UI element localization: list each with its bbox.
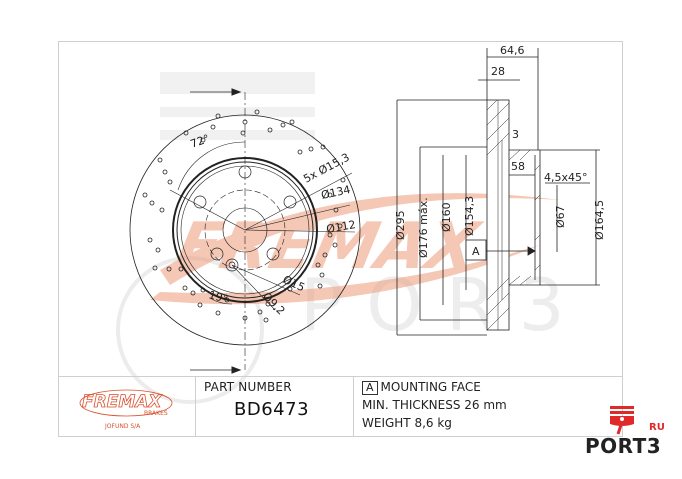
- svg-text:A: A: [472, 245, 480, 258]
- title-block: FREMAX BRAKES JOFUND S/A PART NUMBER BD6…: [58, 376, 623, 437]
- svg-text:72°: 72°: [189, 132, 212, 151]
- port3-name: PORT3: [585, 434, 662, 458]
- part-number-label: PART NUMBER: [204, 380, 292, 394]
- svg-text:Ø176 máx.: Ø176 máx.: [417, 197, 430, 258]
- svg-text:BRAKES: BRAKES: [144, 410, 168, 417]
- svg-text:64,6: 64,6: [500, 44, 525, 57]
- svg-text:5x Ø15,3: 5x Ø15,3: [301, 151, 351, 186]
- svg-text:4,5x45°: 4,5x45°: [544, 171, 588, 184]
- watermark-bars: [160, 72, 315, 140]
- svg-text:Ø160: Ø160: [440, 202, 453, 232]
- drawing-frame: [58, 41, 623, 437]
- svg-text:Ø67: Ø67: [554, 205, 567, 228]
- svg-text:Ø164,5: Ø164,5: [593, 200, 606, 240]
- disc-front-view: [129, 88, 361, 374]
- section-view-labels: 64,6 28 3 58 4,5x45° Ø295 Ø176 máx. Ø160…: [394, 44, 606, 258]
- note-weight: WEIGHT 8,6 kg: [362, 416, 452, 430]
- disc-section-view: [396, 48, 600, 336]
- svg-text:3: 3: [512, 128, 519, 141]
- svg-text:58: 58: [511, 160, 525, 173]
- svg-text:Ø134: Ø134: [320, 183, 352, 202]
- svg-text:19°: 19°: [207, 288, 229, 306]
- part-number-value: BD6473: [234, 399, 310, 420]
- svg-text:JOFUND S/A: JOFUND S/A: [104, 423, 141, 430]
- port3-tld: RU: [649, 422, 665, 433]
- svg-text:FREMAX: FREMAX: [170, 210, 488, 284]
- svg-text:Ø112: Ø112: [325, 218, 356, 236]
- note-min-thickness: MIN. THICKNESS 26 mm: [362, 398, 507, 412]
- title-block-part-cell: PART NUMBER BD6473: [196, 377, 354, 437]
- svg-text:Ø295: Ø295: [394, 210, 407, 240]
- fremax-logo: FREMAX BRAKES JOFUND S/A: [79, 389, 173, 430]
- piston-icon: [610, 406, 634, 435]
- svg-text:Ø154,3: Ø154,3: [463, 196, 476, 236]
- port3-badge[interactable]: RU PORT3: [585, 404, 675, 462]
- svg-text:FREMAX: FREMAX: [82, 392, 162, 412]
- fremax-watermark: FREMAX: [150, 193, 560, 305]
- title-block-logo-cell: FREMAX BRAKES JOFUND S/A: [58, 377, 196, 437]
- datum-a-box: A: [362, 381, 378, 395]
- svg-text:28: 28: [491, 65, 505, 78]
